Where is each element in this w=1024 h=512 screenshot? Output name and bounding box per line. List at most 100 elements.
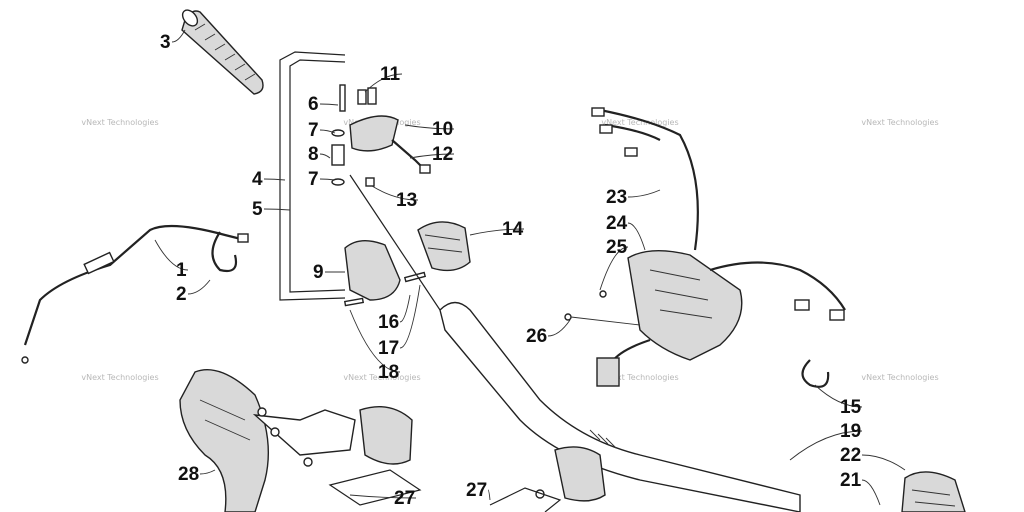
callout-c23: 23 bbox=[606, 187, 661, 208]
ring-part bbox=[801, 359, 830, 388]
leader-line bbox=[409, 153, 455, 159]
callout-number: 23 bbox=[606, 187, 627, 208]
leader-line bbox=[814, 384, 863, 408]
callout-c25: 25 bbox=[599, 237, 629, 291]
callout-number: 25 bbox=[606, 237, 628, 258]
callout-c24: 24 bbox=[606, 213, 646, 251]
callout-number: 24 bbox=[606, 213, 628, 234]
callout-number: 22 bbox=[840, 445, 861, 466]
lever-assembly bbox=[331, 84, 431, 187]
callout-c7a: 7 bbox=[308, 120, 336, 141]
leader-line bbox=[187, 279, 211, 295]
leader-line bbox=[487, 489, 491, 501]
callout-number: 16 bbox=[378, 312, 399, 333]
watermark-text: vNext Technologies bbox=[861, 118, 938, 127]
callout-number: 19 bbox=[840, 421, 861, 442]
leader-line bbox=[263, 178, 286, 181]
callout-c26: 26 bbox=[526, 319, 571, 347]
leader-line bbox=[627, 222, 646, 251]
leader-line bbox=[319, 103, 339, 106]
leader-line bbox=[469, 228, 525, 236]
callout-c14: 14 bbox=[469, 219, 525, 240]
leader-line bbox=[263, 208, 291, 211]
cable-part bbox=[21, 224, 249, 364]
callout-number: 9 bbox=[313, 262, 324, 283]
callout-c22: 22 bbox=[840, 445, 906, 471]
callout-c21: 21 bbox=[840, 470, 881, 506]
callout-number: 15 bbox=[840, 397, 862, 418]
leader-line bbox=[399, 284, 421, 349]
callout-number: 11 bbox=[380, 64, 401, 85]
leader-line bbox=[547, 319, 571, 337]
leader-line bbox=[599, 246, 629, 291]
callout-number: 4 bbox=[252, 169, 263, 190]
callout-number: 14 bbox=[502, 219, 524, 240]
callout-c10: 10 bbox=[404, 119, 455, 140]
watermark-text: vNext Technologies bbox=[81, 118, 158, 127]
leader-line bbox=[861, 479, 881, 506]
switch-housing-right bbox=[417, 221, 471, 272]
leader-line bbox=[154, 239, 189, 271]
leader-line bbox=[789, 430, 863, 461]
watermark-text: vNext Technologies bbox=[601, 373, 678, 382]
callout-c7b: 7 bbox=[308, 169, 336, 190]
callout-number: 2 bbox=[176, 284, 187, 305]
callout-c17: 17 bbox=[378, 284, 421, 359]
callout-c6: 6 bbox=[308, 94, 339, 115]
callout-number: 12 bbox=[432, 144, 453, 165]
callout-c9: 9 bbox=[313, 262, 345, 283]
watermark-text: vNext Technologies bbox=[343, 373, 420, 382]
watermark-text: vNext Technologies bbox=[81, 373, 158, 382]
leader-line bbox=[349, 309, 401, 373]
leader-line bbox=[171, 29, 186, 43]
callout-c12: 12 bbox=[409, 144, 455, 165]
leader-line bbox=[319, 178, 336, 181]
leader-line bbox=[404, 124, 455, 130]
callout-number: 7 bbox=[308, 169, 319, 190]
right-control bbox=[901, 471, 966, 512]
watermark-text: vNext Technologies bbox=[861, 373, 938, 382]
leader-line bbox=[627, 189, 661, 198]
leader-line bbox=[364, 73, 403, 93]
callout-c16: 16 bbox=[378, 294, 411, 333]
callout-c8: 8 bbox=[308, 144, 331, 165]
callout-number: 6 bbox=[308, 94, 319, 115]
hand-guard bbox=[179, 368, 269, 512]
assembly-bracket bbox=[279, 51, 346, 301]
harness-housing bbox=[564, 107, 846, 387]
leader-line bbox=[349, 494, 417, 499]
callout-number: 13 bbox=[396, 190, 417, 211]
leader-line bbox=[199, 469, 216, 475]
callout-c1: 1 bbox=[154, 239, 189, 281]
callout-c3: 3 bbox=[160, 29, 186, 53]
callout-number: 21 bbox=[840, 470, 862, 491]
callout-number: 10 bbox=[432, 119, 453, 140]
callout-c2: 2 bbox=[176, 279, 211, 305]
grip-part bbox=[181, 9, 264, 95]
watermark-layer: vNext Technologies vNext Technologies vNex… bbox=[81, 118, 938, 382]
callout-c19: 19 bbox=[789, 421, 863, 461]
leader-line bbox=[371, 185, 419, 201]
callout-number: 28 bbox=[178, 464, 199, 485]
callout-number: 27 bbox=[394, 488, 415, 509]
mount-bracket-right bbox=[489, 446, 606, 512]
callout-number: 26 bbox=[526, 326, 547, 347]
leader-line bbox=[319, 153, 331, 159]
callout-c18: 18 bbox=[349, 309, 401, 383]
leader-line bbox=[861, 454, 906, 471]
callout-number: 1 bbox=[176, 260, 187, 281]
callout-c5: 5 bbox=[252, 199, 291, 220]
leader-line bbox=[319, 129, 336, 134]
leader-line bbox=[399, 294, 411, 323]
callout-number: 18 bbox=[378, 362, 399, 383]
callout-number: 3 bbox=[160, 32, 171, 53]
callout-number: 5 bbox=[252, 199, 263, 220]
callout-c28: 28 bbox=[178, 464, 216, 485]
callout-c15: 15 bbox=[814, 384, 863, 418]
switch-housing-left bbox=[343, 240, 427, 307]
callout-c13: 13 bbox=[371, 185, 419, 211]
handlebar-part bbox=[349, 174, 801, 512]
